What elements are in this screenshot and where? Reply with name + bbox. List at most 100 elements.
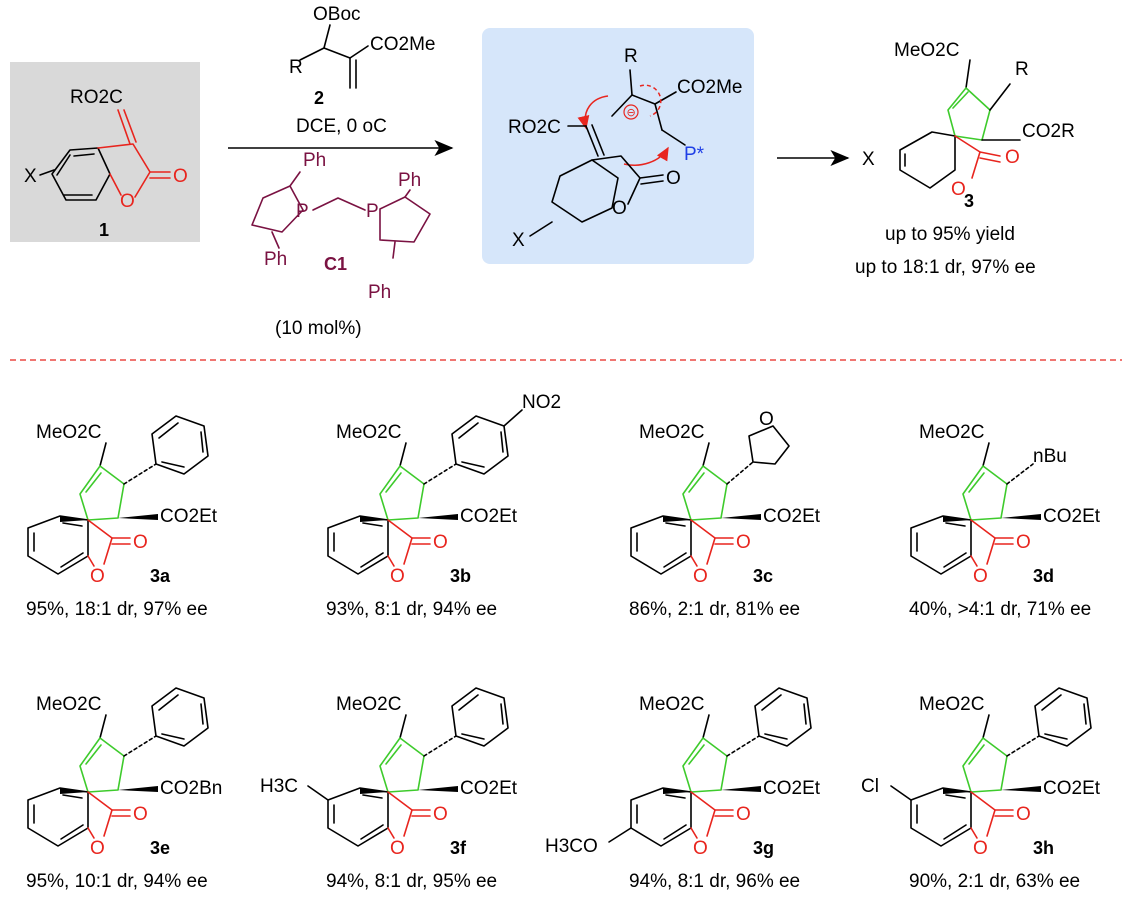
substrate-label: 1 [99,220,109,240]
product-ring-o: O [951,179,966,200]
catalyst-p-2: P [366,201,379,222]
carbonyl-o-text: O [433,532,448,553]
conditions-text: DCE, 0 oC [296,116,387,137]
carbonyl-o-text: O [433,804,448,825]
ester-right-text: CO2Et [160,506,218,527]
furan-o-text: O [759,409,774,430]
intermediate-x: X [512,230,525,251]
result-text: 95%, 10:1 dr, 94% ee [26,871,208,892]
catalyst-p-1: P [296,201,309,222]
product-yield: up to 95% yield [885,224,1015,245]
ring-o-text: O [973,838,988,859]
product-label: 3 [964,191,974,211]
ring-sub-text: H3C [260,776,298,797]
ring-sub-text: H3CO [545,836,598,857]
result-text: 94%, 8:1 dr, 95% ee [326,871,497,892]
product-ester: CO2R [1022,121,1075,142]
compound-label: 3f [450,838,467,858]
ring-o-text: O [693,566,708,587]
compound-label: 3c [753,566,773,586]
ring-o-text: O [973,566,988,587]
catalyst-ph-3: Ph [398,170,421,191]
intermediate-carbonyl-o: O [666,168,681,189]
ester-top-text: MeO2C [639,422,704,443]
catalyst-label: C1 [324,254,347,274]
catalyst-c1: Ph P Ph P Ph Ph C1 (10 mol%) [251,150,431,339]
nbu-text: nBu [1033,446,1067,467]
result-text: 86%, 2:1 dr, 81% ee [629,599,800,620]
ring-o-text: O [693,838,708,859]
product-selectivity: up to 18:1 dr, 97% ee [855,257,1036,278]
ester-top-text: MeO2C [919,694,984,715]
result-text: 40%, >4:1 dr, 71% ee [909,599,1091,620]
result-text: 90%, 2:1 dr, 63% ee [909,871,1080,892]
reagent-label: 2 [314,88,324,108]
intermediate-ring-o: O [612,198,627,219]
result-text: 94%, 8:1 dr, 96% ee [629,871,800,892]
catalyst-ph-4: Ph [368,282,391,303]
compound-label: 3h [1033,838,1054,858]
substrate-ring-o: O [120,191,135,212]
ester-right-text: CO2Et [1043,506,1101,527]
product-3: MeO2C R CO2R O O X 3 up to 95% yield up … [855,40,1075,278]
product-r: R [1015,59,1029,80]
reagent-2: OBoc R CO2Me 2 [289,4,435,108]
intermediate-box [482,28,754,264]
ester-right-text: CO2Et [460,778,518,799]
ester-right-text: CO2Et [460,506,518,527]
intermediate-r: R [624,46,638,67]
ester-top-text: MeO2C [919,422,984,443]
intermediate-ester-right: CO2Me [677,77,742,98]
ring-sub-text: Cl [861,776,879,797]
result-text: 93%, 8:1 dr, 94% ee [326,599,497,620]
ester-top-text: MeO2C [36,694,101,715]
ester-right-text: CO2Et [763,778,821,799]
catalyst-ph-1: Ph [303,150,326,171]
compound-label: 3e [150,838,170,858]
reagent-ester: CO2Me [370,34,435,55]
nitro-text: NO2 [522,392,561,413]
ring-o-text: O [390,566,405,587]
substrate-carbonyl-o: O [173,166,188,187]
ester-right-text: CO2Bn [160,778,222,799]
ring-o-text: O [390,838,405,859]
substrate-1: RO2C O O X 1 [24,87,188,240]
carbonyl-o-text: O [133,804,148,825]
compound-label: 3d [1033,566,1054,586]
result-text: 95%, 18:1 dr, 97% ee [26,599,208,620]
substrate-x: X [24,166,37,187]
compound-label: 3a [150,566,171,586]
ester-top-text: MeO2C [336,694,401,715]
carbonyl-o-text: O [1016,532,1031,553]
intermediate-anion: ⊖ [627,106,636,119]
compound-label: 3b [450,566,471,586]
substrate-box [10,62,200,242]
ester-top-text: MeO2C [639,694,704,715]
reagent-r: R [289,57,303,78]
carbonyl-o-text: O [1016,804,1031,825]
compound-label: 3g [753,838,774,858]
product-ester-top: MeO2C [894,40,959,61]
carbonyl-o-text: O [736,804,751,825]
intermediate: R CO2Me ⊖ P* RO2C O O X [508,46,742,251]
carbonyl-o-text: O [133,532,148,553]
substrate-ester: RO2C [70,87,123,108]
ring-o-text: O [90,566,105,587]
ester-right-text: CO2Et [1043,778,1101,799]
ester-top-text: MeO2C [36,422,101,443]
ester-top-text: MeO2C [336,422,401,443]
product-carbonyl-o: O [1005,147,1020,168]
ring-o-text: O [90,838,105,859]
catalyst-ph-2: Ph [264,249,287,270]
ester-right-text: CO2Et [763,506,821,527]
